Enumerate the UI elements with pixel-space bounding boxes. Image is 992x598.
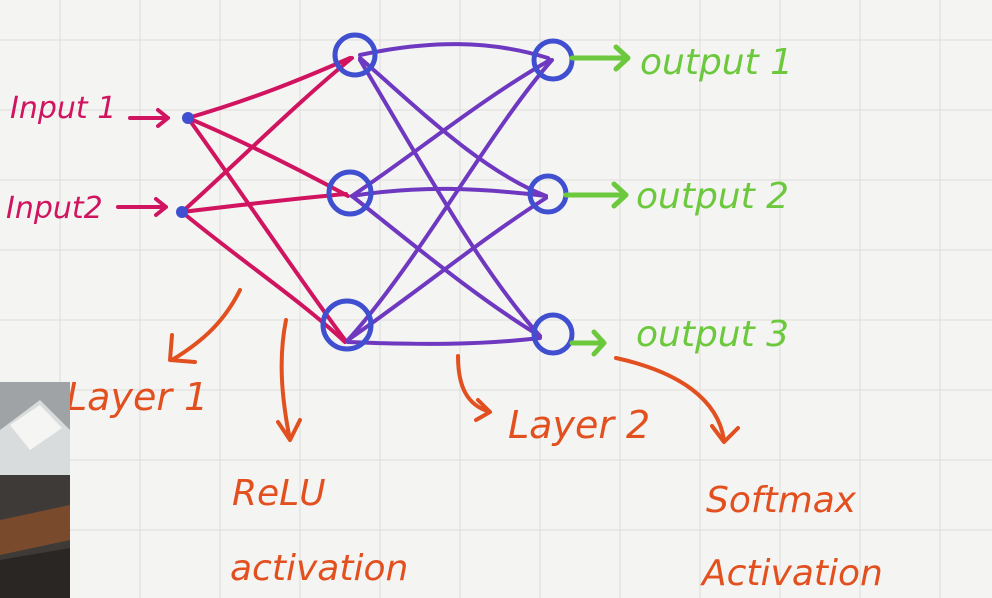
edge-i2-h1 bbox=[180, 56, 354, 214]
hidden-node-2 bbox=[326, 169, 374, 217]
edge-h3-o2 bbox=[346, 196, 548, 342]
edge-i2-h2 bbox=[180, 192, 348, 214]
edge-i1-h1 bbox=[186, 56, 352, 120]
edge-h1-o1 bbox=[358, 42, 550, 60]
output3-label: output 3 bbox=[636, 314, 789, 355]
hidden-to-output-edges bbox=[346, 42, 554, 346]
edge-h3-o3 bbox=[346, 336, 542, 346]
relu-label-line1: ReLU bbox=[232, 473, 326, 514]
output-arrows bbox=[563, 44, 631, 357]
hidden-node-1 bbox=[332, 32, 378, 78]
input-node-1 bbox=[182, 112, 194, 124]
input-arrows bbox=[116, 108, 170, 217]
input2-arrow bbox=[116, 197, 168, 217]
output1-arrow bbox=[569, 44, 631, 72]
output-node-3 bbox=[531, 312, 575, 356]
relu-pointer-arrow bbox=[276, 318, 302, 442]
presenter-webcam-thumbnail bbox=[0, 382, 70, 598]
layer1-label: Layer 1 bbox=[66, 375, 208, 419]
edge-h1-o3 bbox=[358, 58, 542, 338]
edge-h3-o1 bbox=[346, 58, 554, 342]
input1-label: Input 1 bbox=[10, 91, 116, 126]
layer2-label: Layer 2 bbox=[508, 403, 650, 447]
layer1-pointer-arrow bbox=[168, 288, 242, 364]
output3-arrow bbox=[569, 329, 607, 357]
annotation-arrows bbox=[168, 288, 740, 444]
edge-h2-o2 bbox=[350, 186, 548, 198]
input-node-2 bbox=[176, 206, 188, 218]
relu-label-line2: activation bbox=[230, 548, 408, 589]
hidden-node-3 bbox=[320, 298, 374, 352]
edge-h1-o2 bbox=[358, 56, 548, 198]
input1-arrow bbox=[128, 108, 170, 128]
hidden-nodes bbox=[320, 32, 378, 352]
edge-i2-h3 bbox=[180, 210, 347, 344]
edge-i1-h3 bbox=[186, 116, 347, 342]
softmax-pointer-arrow bbox=[614, 356, 740, 444]
edge-h2-o3 bbox=[350, 194, 542, 338]
output2-arrow bbox=[563, 181, 629, 209]
edge-h2-o1 bbox=[350, 58, 552, 198]
output2-label: output 2 bbox=[636, 176, 789, 217]
input-nodes bbox=[176, 112, 194, 218]
softmax-label-line2: Activation bbox=[700, 553, 883, 594]
softmax-label-line1: Softmax bbox=[706, 480, 857, 521]
output1-label: output 1 bbox=[640, 42, 793, 83]
input2-label: Input2 bbox=[6, 191, 103, 226]
input-to-hidden-edges bbox=[180, 56, 354, 344]
layer2-pointer-arrow bbox=[456, 354, 492, 422]
